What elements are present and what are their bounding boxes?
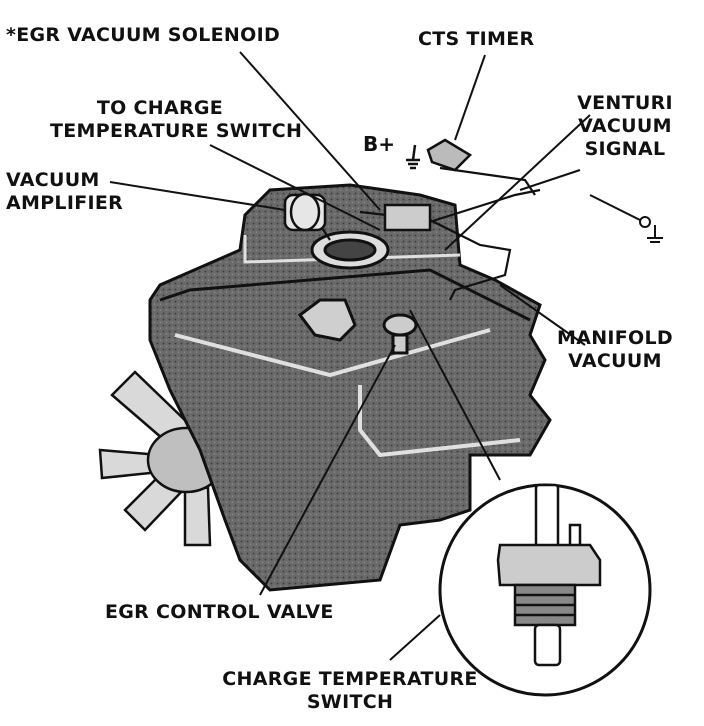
label-charge-temp-line2: SWITCH <box>306 691 394 713</box>
label-to-charge-temp: TO CHARGE TEMPERATURE SWITCH <box>50 97 303 143</box>
label-to-charge-line1: TO CHARGE <box>96 97 224 119</box>
egr-solenoid-part <box>383 203 432 232</box>
cts-timer-part <box>406 138 473 172</box>
label-to-charge-line2: TEMPERATURE SWITCH <box>50 120 303 142</box>
label-manifold-line2: VACUUM <box>568 350 662 372</box>
label-egr-vacuum-solenoid: *EGR VACUUM SOLENOID <box>6 24 281 46</box>
label-cts-timer: CTS TIMER <box>418 28 535 50</box>
label-vacuum-amplifier: VACUUM AMPLIFIER <box>6 169 123 215</box>
label-charge-temperature-switch: CHARGE TEMPERATURE SWITCH <box>215 668 485 714</box>
vacuum-amplifier-part <box>283 192 327 232</box>
label-venturi-line2: VACUUM <box>578 115 672 137</box>
label-venturi-vacuum-signal: VENTURI VACUUM SIGNAL <box>565 92 685 161</box>
charge-temp-switch-inset <box>438 483 652 697</box>
label-manifold-vacuum: MANIFOLD VACUUM <box>545 327 685 373</box>
ground-symbol <box>589 194 663 243</box>
label-vacuum-amp-line2: AMPLIFIER <box>6 192 124 214</box>
label-venturi-line1: VENTURI <box>577 92 673 114</box>
label-manifold-line1: MANIFOLD <box>557 327 673 349</box>
leader-lines <box>109 51 591 661</box>
label-egr-control-valve: EGR CONTROL VALVE <box>105 601 334 623</box>
label-venturi-line3: SIGNAL <box>584 138 666 160</box>
label-charge-temp-line1: CHARGE TEMPERATURE <box>222 668 478 690</box>
label-vacuum-amp-line1: VACUUM <box>6 169 100 191</box>
label-b-plus: B+ <box>363 132 396 156</box>
engine-block <box>148 183 552 592</box>
